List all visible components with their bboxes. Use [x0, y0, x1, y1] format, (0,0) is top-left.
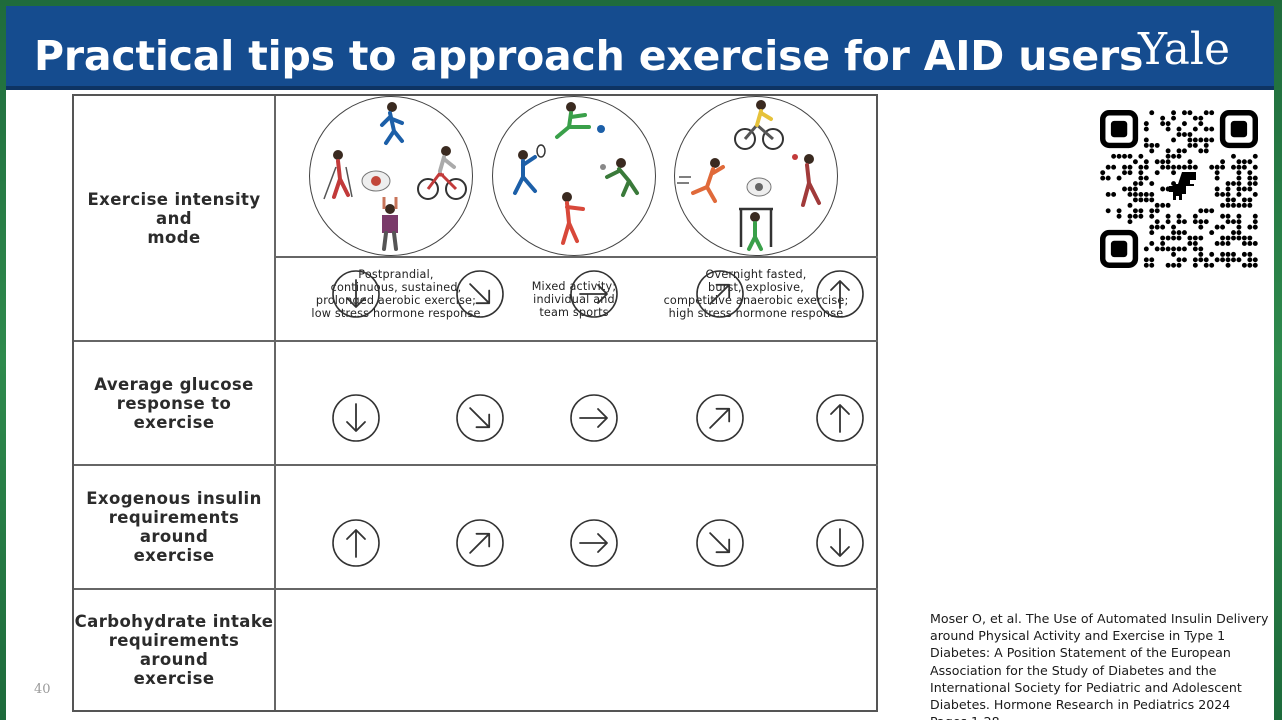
cyclist-icon	[417, 146, 467, 200]
anaerobic-activities-illustration	[674, 96, 838, 256]
citation: Moser O, et al. The Use of Automated Ins…	[930, 611, 1269, 720]
arrow-right-icon	[570, 519, 618, 567]
qr-code-icon[interactable]	[1099, 109, 1258, 268]
slide-number: 40	[34, 682, 51, 697]
tennis-player-icon	[513, 144, 546, 195]
runner-icon	[380, 102, 404, 145]
mode-description-mixed: Mixed activity; individual and team spor…	[531, 280, 617, 319]
cgm-bubble-icon	[746, 177, 772, 197]
title-underline	[6, 86, 1274, 90]
row-divider	[74, 340, 878, 342]
yale-logo: Yale	[1138, 24, 1230, 75]
sprint-cyclist-icon	[734, 100, 784, 150]
volleyball-player-icon	[600, 158, 639, 197]
row-divider	[74, 588, 878, 590]
hiker-icon	[323, 150, 353, 200]
slide-title: Practical tips to approach exercise for …	[34, 32, 1144, 80]
mode-description-aerobic: Postprandial, continuous, sustained, pro…	[311, 268, 481, 320]
arrow-down-icon	[816, 519, 864, 567]
row-label-carbohydrate: Carbohydrate intake requirements around …	[74, 612, 274, 688]
boxer-icon	[792, 154, 821, 207]
mode-description-anaerobic: Overnight fasted, burst, explosive, comp…	[663, 268, 849, 320]
column-divider	[274, 96, 276, 710]
soccer-player-icon	[555, 102, 605, 139]
arrow-up-right-icon	[696, 394, 744, 442]
aerobic-activities-illustration	[309, 96, 473, 256]
row-divider	[74, 464, 878, 466]
weightlifter-icon	[382, 197, 398, 251]
arrow-down-icon	[332, 394, 380, 442]
arrow-up-icon	[816, 394, 864, 442]
exercise-table: Exercise intensity and mode Average gluc…	[72, 94, 878, 712]
sprinter-icon	[677, 158, 725, 203]
arrow-down-icon	[332, 270, 380, 318]
slide: Practical tips to approach exercise for …	[6, 6, 1274, 720]
pullup-icon	[739, 207, 773, 251]
arrow-down-right-icon	[456, 394, 504, 442]
header-subdivider	[274, 256, 878, 258]
cgm-bubble-icon	[361, 170, 391, 192]
title-bar: Practical tips to approach exercise for …	[6, 6, 1274, 90]
row-label-insulin: Exogenous insulin requirements around ex…	[86, 489, 262, 565]
arrow-up-right-icon	[456, 519, 504, 567]
arrow-up-icon	[816, 270, 864, 318]
row-label-glucose: Average glucose response to exercise	[94, 374, 254, 432]
team-sports-illustration	[492, 96, 656, 256]
basketball-player-icon	[561, 192, 585, 245]
arrow-down-right-icon	[696, 519, 744, 567]
arrow-up-right-icon	[696, 270, 744, 318]
row-label-intensity: Exercise intensity and mode	[87, 189, 261, 247]
dinosaur-icon	[1169, 172, 1196, 200]
arrow-down-right-icon	[456, 270, 504, 318]
arrow-right-icon	[570, 394, 618, 442]
arrow-right-icon	[570, 270, 618, 318]
arrow-up-icon	[332, 519, 380, 567]
